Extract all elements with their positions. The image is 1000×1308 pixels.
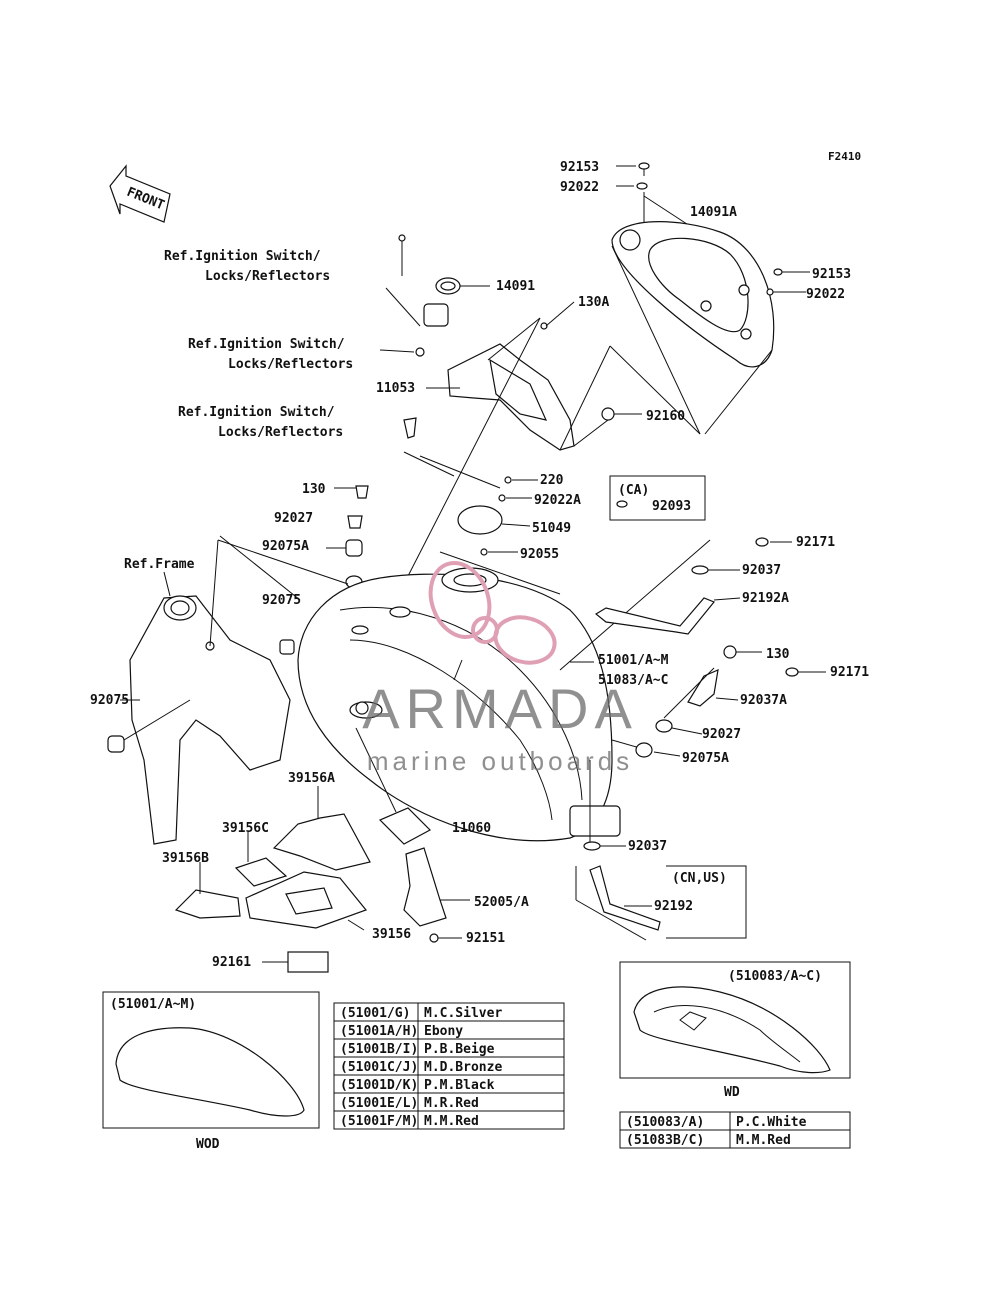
part-92022-right: 92022: [806, 287, 845, 302]
table-left-row-color: P.B.Beige: [424, 1042, 495, 1057]
grommet-icon: [345, 417, 512, 589]
ref-ignition-3-line1: Ref.Ignition Switch/: [178, 405, 335, 420]
ref-ignition-2-line1: Ref.Ignition Switch/: [188, 337, 345, 352]
hose-icon: [583, 537, 799, 851]
part-39156: 39156: [372, 927, 411, 942]
bolt-icon: [636, 162, 650, 190]
table-left-row-code: (51001D/K): [340, 1078, 418, 1093]
part-92027-left: 92027: [274, 511, 313, 526]
table-left-row-code: (51001E/L): [340, 1096, 418, 1111]
part-92075A-right: 92075A: [682, 751, 729, 766]
table-left-row-code: (51001/G): [340, 1006, 410, 1021]
part-92160: 92160: [646, 409, 685, 424]
inset-right-title: (510083/A~C): [728, 969, 822, 984]
part-92055: 92055: [520, 547, 559, 562]
table-left-row-color: M.R.Red: [424, 1096, 479, 1111]
part-11053: 11053: [376, 381, 415, 396]
part-92075-mid: 92075: [262, 593, 301, 608]
table-left-row-code: (51001C/J): [340, 1060, 418, 1075]
part-130-left: 130: [302, 482, 326, 497]
part-92037-top: 92037: [742, 563, 781, 578]
part-92153-right: 92153: [812, 267, 851, 282]
ref-ignition-1-line1: Ref.Ignition Switch/: [164, 249, 321, 264]
part-92192: 92192: [654, 899, 693, 914]
ca-box: (CA) 92093: [609, 475, 706, 521]
part-51083: 51083/A~C: [598, 673, 668, 688]
part-92037-bottom: 92037: [628, 839, 667, 854]
watermark-brand: ARMADA: [362, 677, 638, 740]
ref-frame: Ref.Frame: [124, 557, 195, 572]
fuel-tank-icon: [297, 567, 621, 842]
inset-right: (510083/A~C) WD: [619, 961, 851, 1100]
table-left-row-code: (51001A/H): [340, 1024, 418, 1039]
table-left-row-color: P.M.Black: [424, 1078, 495, 1093]
inset-left-caption: WOD: [196, 1137, 220, 1152]
armada-logo-icon: [428, 561, 557, 665]
table-left-row-color: Ebony: [424, 1024, 463, 1039]
table-right-row-code: (51083B/C): [626, 1133, 704, 1148]
ref-ignition-1-line2: Locks/Reflectors: [205, 269, 330, 284]
part-92022A: 92022A: [534, 493, 581, 508]
part-51049: 51049: [532, 521, 571, 536]
bracket-assembly-icon: [398, 234, 615, 451]
part-92093: 92093: [652, 499, 691, 514]
part-130-right: 130: [766, 647, 790, 662]
table-left-row-code: (51001F/M): [340, 1114, 418, 1129]
watermark-tagline: marine outboards: [367, 746, 633, 776]
front-arrow-icon: FRONT: [109, 164, 171, 223]
part-11060: 11060: [452, 821, 491, 836]
ref-ignition-3-line2: Locks/Reflectors: [218, 425, 343, 440]
part-92027-right: 92027: [702, 727, 741, 742]
pad-icon: [174, 813, 371, 973]
meter-cover-icon: [611, 221, 775, 368]
part-14091A: 14091A: [690, 205, 737, 220]
part-14091: 14091: [496, 279, 535, 294]
part-92171-top: 92171: [796, 535, 835, 550]
part-52005: 52005/A: [474, 895, 529, 910]
part-220: 220: [540, 473, 564, 488]
diagram-code: F2410: [828, 150, 861, 163]
part-92075-left: 92075: [90, 693, 129, 708]
color-table-left: (51001/G) M.C.Silver (51001A/H) Ebony (51001…: [333, 1002, 565, 1130]
table-right-row-color: P.C.White: [736, 1115, 807, 1130]
part-92153-top: 92153: [560, 160, 599, 175]
table-left-row-code: (51001B/I): [340, 1042, 418, 1057]
part-92075A-left: 92075A: [262, 539, 309, 554]
cnus-label: (CN,US): [672, 871, 727, 886]
part-92161: 92161: [212, 955, 251, 970]
cnus-box: (CN,US): [575, 865, 747, 939]
ca-label: (CA): [618, 483, 649, 498]
part-92192A: 92192A: [742, 591, 789, 606]
part-130A: 130A: [578, 295, 609, 310]
inset-right-caption: WD: [724, 1085, 740, 1100]
part-92037A: 92037A: [740, 693, 787, 708]
ref-ignition-2-line2: Locks/Reflectors: [228, 357, 353, 372]
color-table-right: (510083/A) P.C.White (51083B/C) M.M.Red: [619, 1111, 851, 1149]
part-92151: 92151: [466, 931, 505, 946]
frame-icon: [107, 595, 295, 845]
inset-left-title: (51001/A~M): [110, 997, 196, 1012]
part-39156C: 39156C: [222, 821, 269, 836]
table-left-row-color: M.D.Bronze: [424, 1060, 502, 1075]
table-right-row-color: M.M.Red: [736, 1133, 791, 1148]
inset-left: (51001/A~M) WOD: [102, 991, 320, 1152]
table-right-row-code: (510083/A): [626, 1115, 704, 1130]
part-92022-top: 92022: [560, 180, 599, 195]
table-left-row-color: M.M.Red: [424, 1114, 479, 1129]
part-39156A: 39156A: [288, 771, 335, 786]
part-92171-right: 92171: [830, 665, 869, 680]
part-51001: 51001/A~M: [598, 653, 669, 668]
table-left-row-color: M.C.Silver: [424, 1006, 502, 1021]
part-39156B: 39156B: [162, 851, 209, 866]
